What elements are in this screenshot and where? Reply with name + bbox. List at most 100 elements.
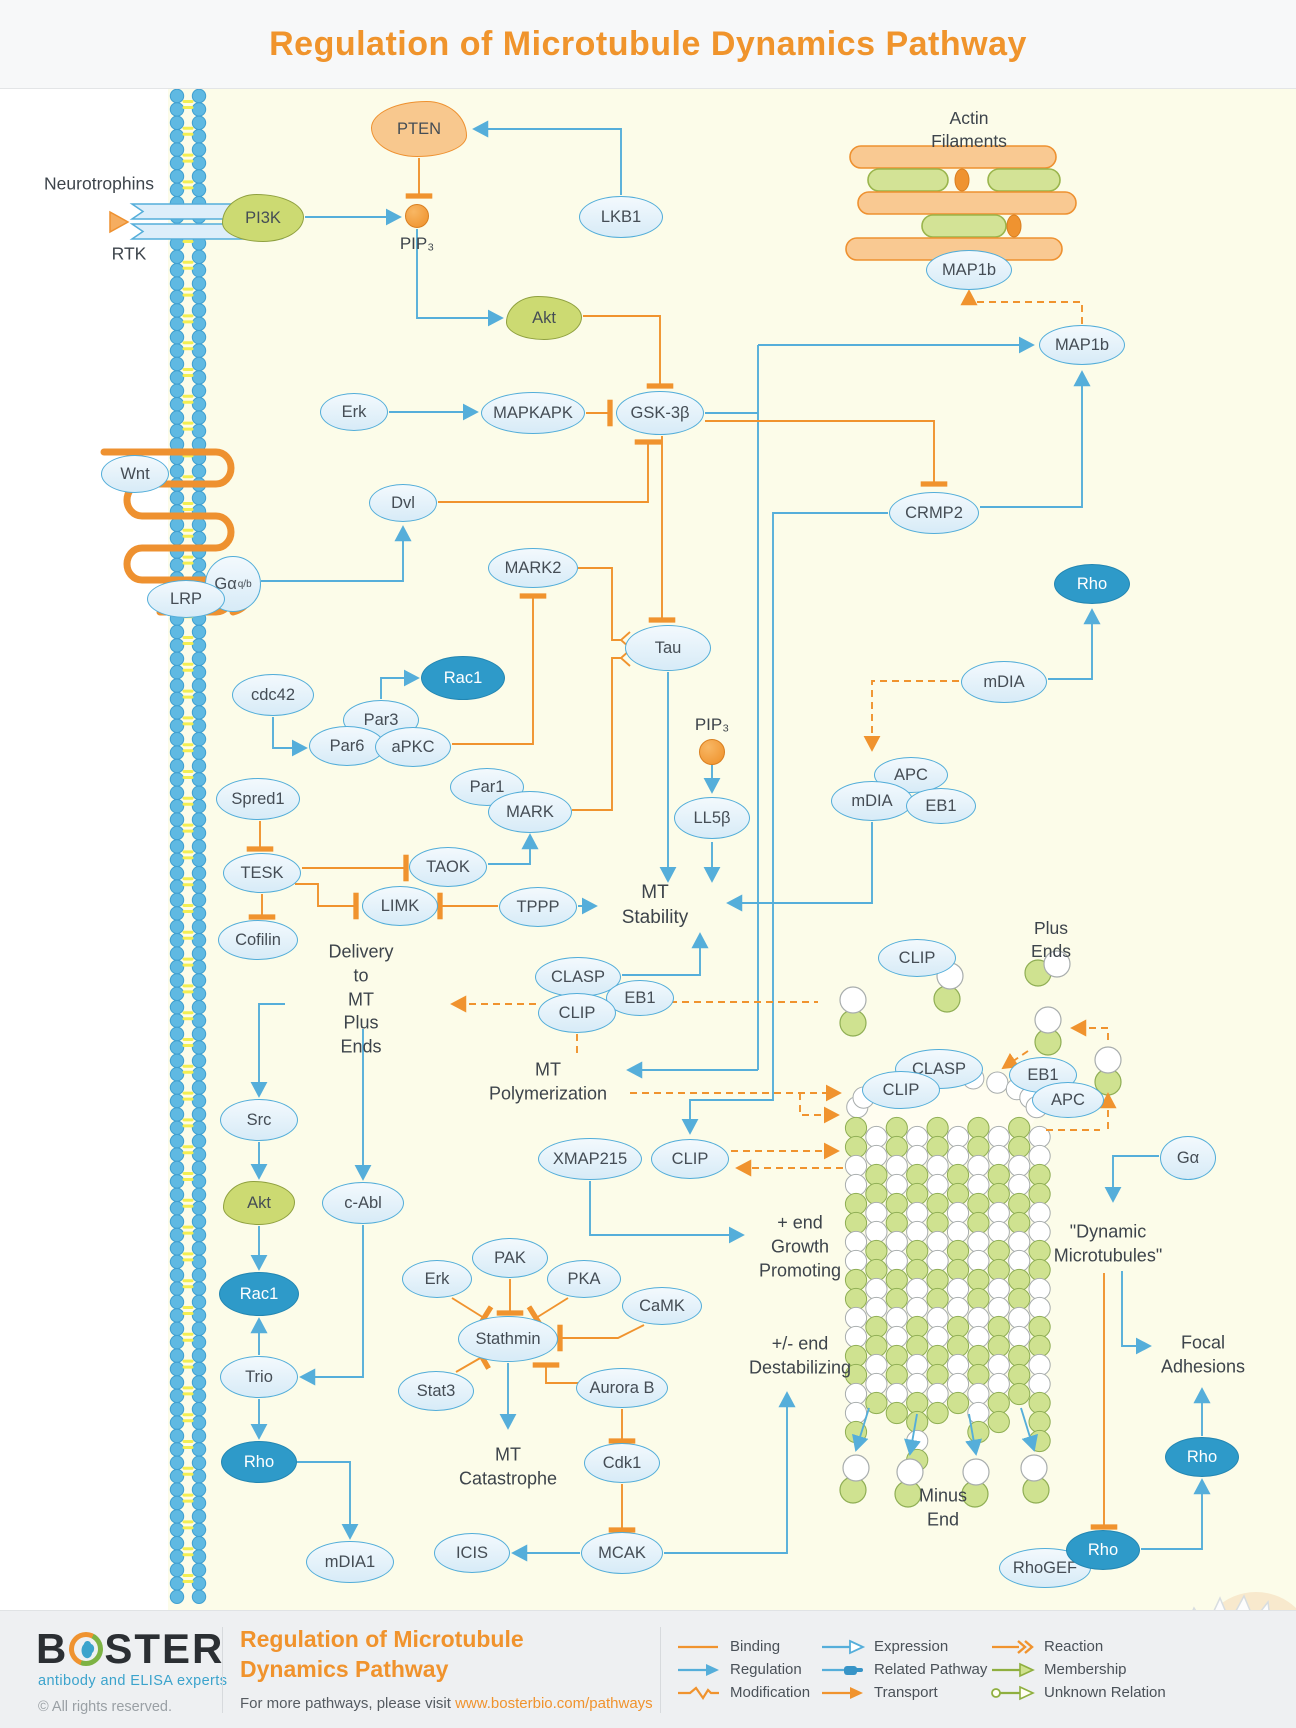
annotation-mt-stability: MT Stability bbox=[621, 881, 689, 928]
tubulin-dimers bbox=[839, 950, 1122, 1508]
node-clip[interactable]: CLIP bbox=[651, 1139, 729, 1179]
node-apkc[interactable]: aPKC bbox=[375, 727, 451, 767]
node-stathmin[interactable]: Stathmin bbox=[458, 1316, 558, 1362]
node-pi3k[interactable]: PI3K bbox=[222, 194, 304, 242]
legend-item-regulation: Regulation bbox=[676, 1661, 802, 1678]
node-pka[interactable]: PKA bbox=[547, 1260, 621, 1298]
annotation-mt-polymerization: MT Polymerization bbox=[488, 1059, 608, 1103]
extracellular-region bbox=[0, 88, 168, 1610]
node-c-abl[interactable]: c-Abl bbox=[322, 1182, 404, 1224]
node-map1b[interactable]: MAP1b bbox=[926, 250, 1012, 290]
node-crmp2[interactable]: CRMP2 bbox=[889, 492, 979, 534]
pip3-dot-icon[interactable] bbox=[405, 204, 429, 228]
annotation-mt-catastrophe: MT Catastrophe bbox=[458, 1444, 558, 1488]
node-mapkapk[interactable]: MAPKAPK bbox=[481, 392, 585, 434]
node-wnt[interactable]: Wnt bbox=[101, 455, 169, 493]
node-cofilin[interactable]: Cofilin bbox=[218, 920, 298, 960]
annotation-minus-end: Minus End bbox=[918, 1485, 968, 1529]
copyright: © All rights reserved. bbox=[38, 1699, 172, 1715]
node-lrp[interactable]: LRP bbox=[147, 580, 225, 618]
node-camk[interactable]: CaMK bbox=[622, 1287, 702, 1325]
node-map1b[interactable]: MAP1b bbox=[1039, 325, 1125, 365]
node-mdia[interactable]: mDIA bbox=[961, 661, 1047, 703]
node-erk[interactable]: Erk bbox=[402, 1260, 472, 1298]
node-icis[interactable]: ICIS bbox=[434, 1533, 510, 1573]
node-rac1[interactable]: Rac1 bbox=[219, 1272, 299, 1316]
legend-item-modification: Modification bbox=[676, 1684, 810, 1701]
node-taok[interactable]: TAOK bbox=[409, 847, 487, 887]
annotation-neurotrophins: Neurotrophins bbox=[44, 173, 154, 194]
node-rho[interactable]: Rho bbox=[221, 1441, 297, 1483]
annotation-plus-ends: Plus Ends bbox=[1031, 917, 1071, 961]
unknown-relation bbox=[991, 1685, 1035, 1700]
node-gsk-3[interactable]: GSK-3β bbox=[616, 391, 704, 435]
footer-divider bbox=[222, 1627, 223, 1713]
annotation-focal-adhesions: Focal Adhesions bbox=[1160, 1332, 1246, 1376]
node-clip[interactable]: CLIP bbox=[862, 1071, 940, 1109]
footer-pathway-title: Regulation of Microtubule Dynamics Pathw… bbox=[240, 1626, 524, 1682]
node-akt[interactable]: Akt bbox=[223, 1181, 295, 1225]
node-par6[interactable]: Par6 bbox=[309, 726, 385, 766]
node-pten[interactable]: PTEN bbox=[371, 101, 467, 157]
node-cdc42[interactable]: cdc42 bbox=[232, 674, 314, 716]
pip3-label: PIP₃ bbox=[399, 233, 435, 253]
annotation-destabilizing: +/- end Destabilizing bbox=[748, 1333, 852, 1377]
node-akt[interactable]: Akt bbox=[506, 296, 582, 340]
legend-item-membership: Membership bbox=[990, 1661, 1127, 1678]
node-tau[interactable]: Tau bbox=[625, 625, 711, 671]
regulation-arrow bbox=[678, 1663, 719, 1676]
node-mcak[interactable]: MCAK bbox=[581, 1532, 663, 1574]
modification-zigzag bbox=[678, 1685, 719, 1700]
node-clip[interactable]: CLIP bbox=[878, 939, 956, 977]
legend-item-expression: Expression bbox=[820, 1638, 948, 1655]
pip3-dot-icon[interactable] bbox=[699, 739, 725, 765]
legend-item-unknown-relation: Unknown Relation bbox=[990, 1684, 1166, 1701]
node-clip[interactable]: CLIP bbox=[538, 993, 616, 1033]
transport-arrow bbox=[822, 1686, 863, 1699]
node-lkb1[interactable]: LKB1 bbox=[579, 196, 663, 238]
node-cdk1[interactable]: Cdk1 bbox=[584, 1443, 660, 1483]
actin-filaments bbox=[845, 145, 1077, 261]
node-mdia[interactable]: mDIA bbox=[831, 781, 913, 821]
node-eb1[interactable]: EB1 bbox=[606, 980, 674, 1016]
node-limk[interactable]: LIMK bbox=[362, 886, 438, 926]
footer-visit-line: For more pathways, please visit www.bost… bbox=[240, 1695, 653, 1712]
node-tesk[interactable]: TESK bbox=[223, 853, 301, 893]
pip3-label: PIP₃ bbox=[694, 714, 730, 734]
node-apc[interactable]: APC bbox=[1032, 1082, 1104, 1118]
boster-logo-o-icon bbox=[69, 1632, 104, 1666]
node-g[interactable]: Gα bbox=[1160, 1136, 1216, 1180]
node-rho[interactable]: Rho bbox=[1066, 1530, 1140, 1570]
annotation-dynamic-microtubules: "Dynamic Microtubules" bbox=[1053, 1221, 1163, 1265]
node-xmap215[interactable]: XMAP215 bbox=[538, 1138, 642, 1180]
node-erk[interactable]: Erk bbox=[320, 393, 388, 431]
cell-membrane bbox=[169, 88, 207, 1605]
node-trio[interactable]: Trio bbox=[220, 1356, 298, 1398]
node-ll5[interactable]: LL5β bbox=[674, 797, 750, 839]
annotation-delivery: Delivery to MT Plus Ends bbox=[328, 941, 394, 1057]
node-dvl[interactable]: Dvl bbox=[369, 484, 437, 522]
node-mark[interactable]: MARK bbox=[488, 791, 572, 833]
node-spred1[interactable]: Spred1 bbox=[216, 778, 300, 820]
node-eb1[interactable]: EB1 bbox=[906, 788, 976, 824]
annotation-plus-end-growth: + end Growth Promoting bbox=[758, 1212, 842, 1280]
node-mdia1[interactable]: mDIA1 bbox=[306, 1541, 394, 1583]
node-mark2[interactable]: MARK2 bbox=[488, 548, 578, 588]
annotation-rtk: RTK bbox=[111, 243, 147, 264]
node-pak[interactable]: PAK bbox=[472, 1238, 548, 1278]
pathways-link[interactable]: www.bosterbio.com/pathways bbox=[455, 1695, 653, 1712]
node-src[interactable]: Src bbox=[220, 1099, 298, 1141]
node-tppp[interactable]: TPPP bbox=[499, 887, 577, 927]
node-rac1[interactable]: Rac1 bbox=[421, 656, 505, 700]
node-rho[interactable]: Rho bbox=[1165, 1437, 1239, 1477]
binding-line bbox=[678, 1645, 718, 1648]
legend-item-reaction: Reaction bbox=[990, 1638, 1103, 1655]
brand-tagline: antibody and ELISA experts bbox=[38, 1673, 228, 1689]
edges-layer bbox=[246, 120, 1211, 1562]
node-aurora-b[interactable]: Aurora B bbox=[576, 1368, 668, 1408]
node-clasp[interactable]: CLASP bbox=[535, 957, 621, 997]
node-rho[interactable]: Rho bbox=[1054, 564, 1130, 604]
node-stat3[interactable]: Stat3 bbox=[398, 1371, 474, 1411]
